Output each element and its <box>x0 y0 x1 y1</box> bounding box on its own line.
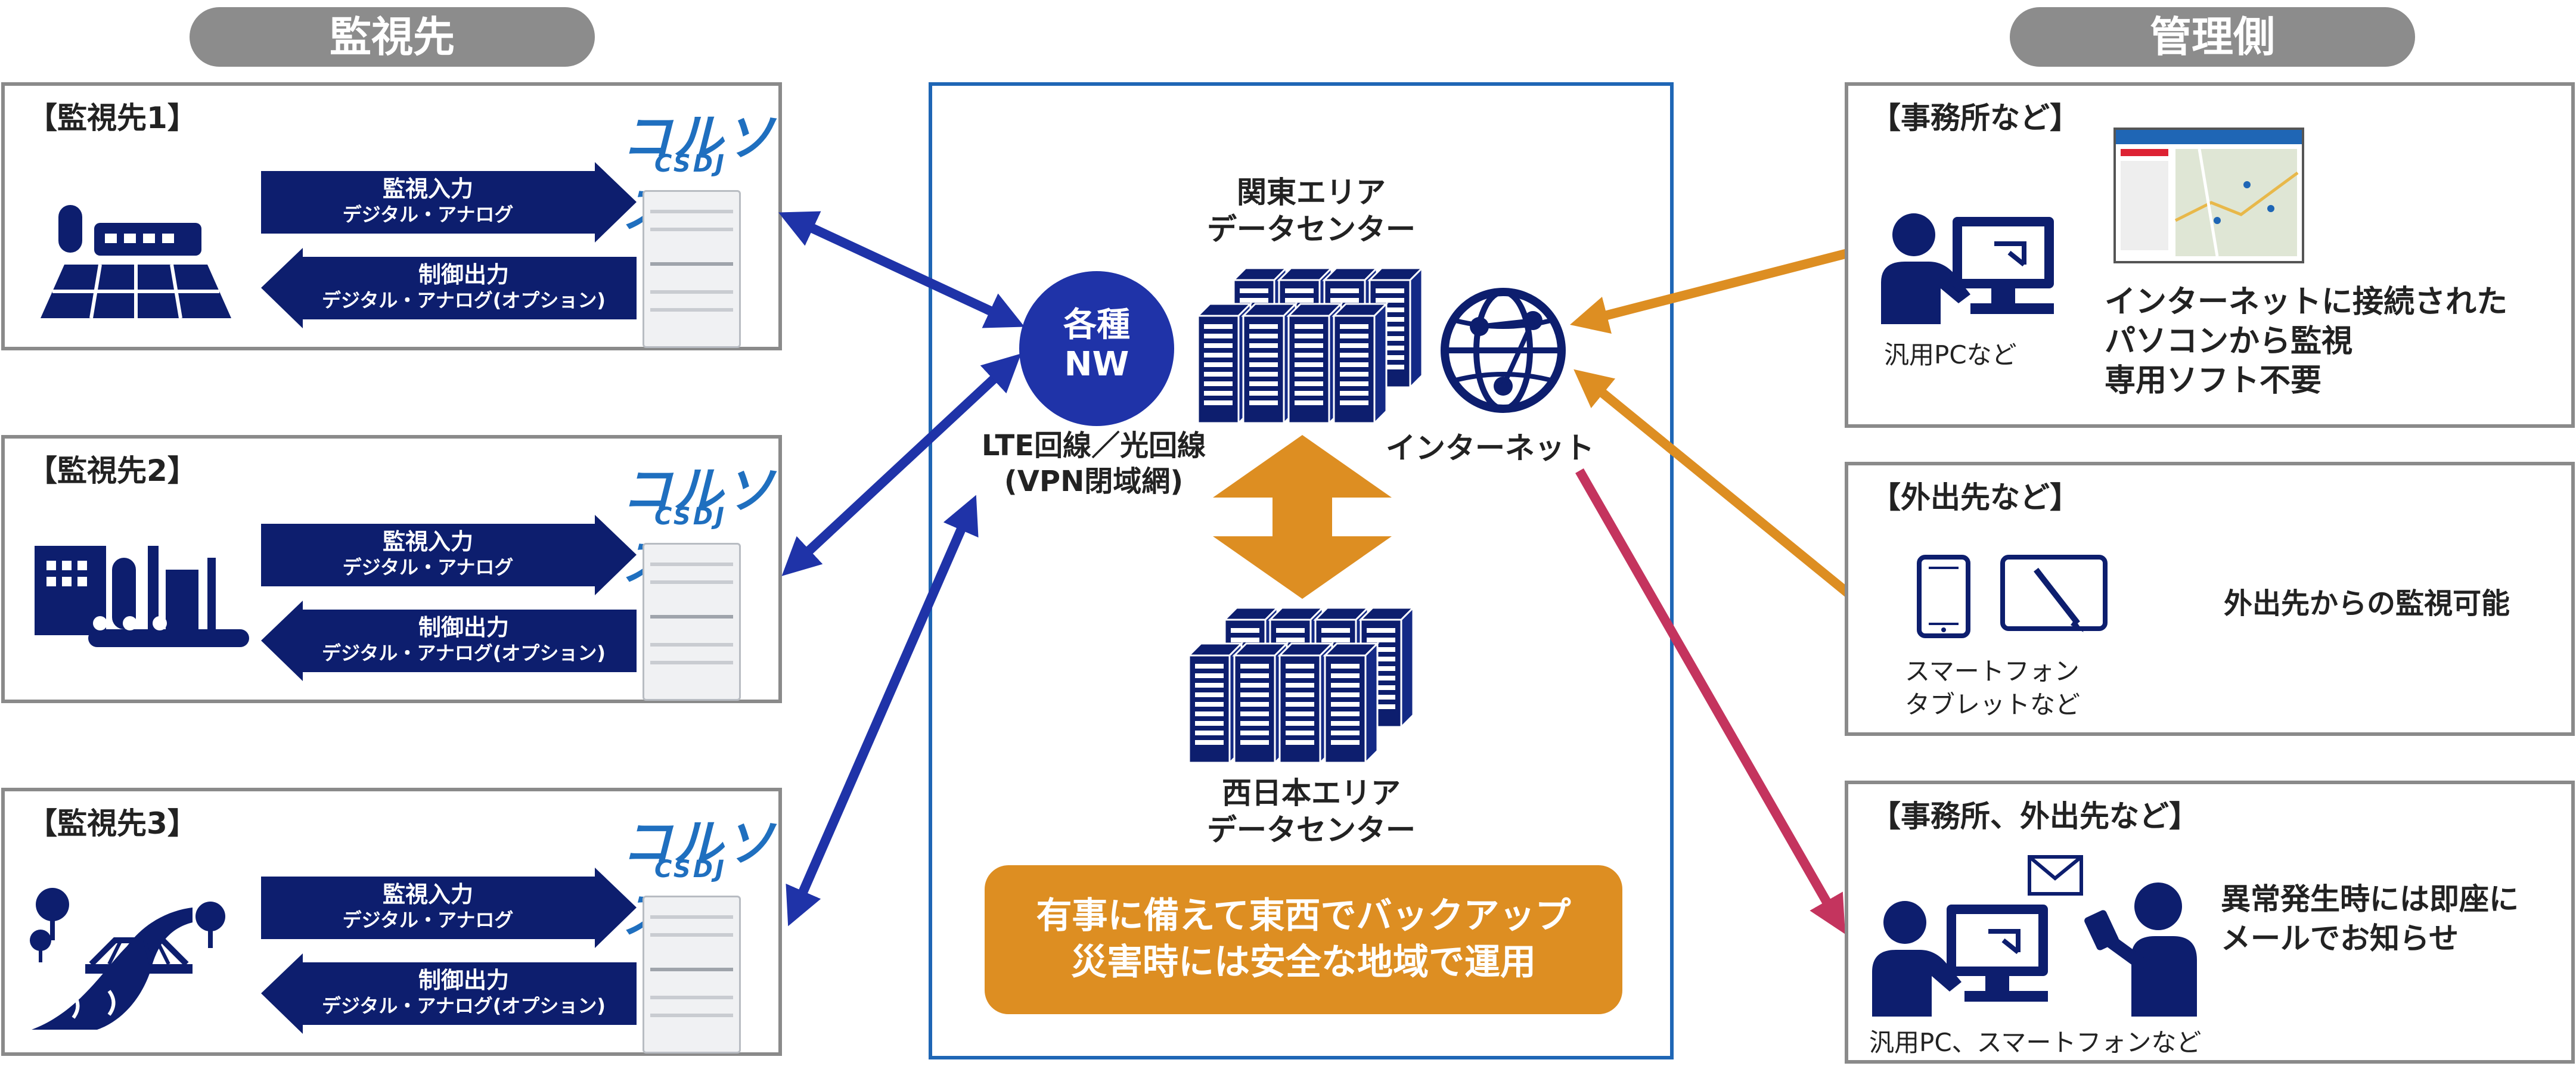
smartphone-icon <box>1917 555 1970 638</box>
site-3-output-label: 制御出力 デジタル・アナログ(オプション) <box>297 967 631 1018</box>
site-2-output-arrow <box>261 601 637 681</box>
mobile-device-label-line2: タブレットなど <box>1905 690 2081 719</box>
site-3-controller-device <box>643 896 741 1054</box>
site-1-controller-device <box>643 190 741 348</box>
site-3-input-main: 監視入力 <box>382 881 473 908</box>
office-description-line3: 専用ソフト不要 <box>2105 363 2322 399</box>
site-1-output-sub: デジタル・アナログ(オプション) <box>322 289 606 312</box>
site-2-input-label: 監視入力 デジタル・アナログ <box>261 528 595 579</box>
site-1-logo-en: CSDJ <box>654 150 727 178</box>
east-datacenter-servers-icon <box>1196 266 1424 425</box>
site-1-output-main: 制御出力 <box>418 262 509 288</box>
east-datacenter-line1: 関東エリア <box>1237 175 1386 210</box>
backup-callout-line1: 有事に備えて東西でバックアップ <box>1036 895 1571 937</box>
management-alert-title: 【事務所、外出先など】 <box>1871 799 2199 834</box>
east-datacenter-line2: データセンター <box>1207 212 1416 247</box>
alert-device-label: 汎用PC、スマートフォンなど <box>1869 1028 2202 1057</box>
site-1-input-arrow <box>261 162 637 243</box>
site-1-panel: 【監視先1】 コルソス CSDJ 監視入力 デジタル・アナログ 制御出力 デジタ… <box>1 82 782 350</box>
alert-description: 異常発生時には即座に メールでお知らせ <box>2221 880 2519 958</box>
mobile-device-label-line1: スマートフォン <box>1905 657 2080 686</box>
mobile-device-label: スマートフォン タブレットなど <box>1905 655 2080 722</box>
solar-farm-icon <box>41 205 231 319</box>
office-description-line2: パソコンから監視 <box>2105 324 2353 359</box>
globe-icon <box>1441 288 1566 413</box>
network-type-line2: (VPN閉域網) <box>1004 465 1184 498</box>
monitoring-screen-thumbnail <box>2113 128 2304 263</box>
river-bridge-icon <box>30 888 225 1030</box>
management-office-title: 【事務所など】 <box>1871 101 2080 135</box>
site-3-input-arrow <box>261 868 637 948</box>
site-1-input-main: 監視入力 <box>382 176 473 202</box>
west-datacenter-line1: 西日本エリア <box>1222 776 1401 810</box>
site-2-output-sub: デジタル・アナログ(オプション) <box>322 642 606 664</box>
site-2-input-main: 監視入力 <box>382 529 473 555</box>
site-3-panel: 【監視先3】 コルソス CSDJ 監視入力 デジタル・アナログ 制御出力 デジタ… <box>1 788 782 1056</box>
backup-callout-line2: 災害時には安全な地域で運用 <box>1071 941 1536 983</box>
site-2-controller-device <box>643 543 741 701</box>
west-datacenter-label: 西日本エリア データセンター <box>1186 775 1436 849</box>
site-3-output-sub: デジタル・アナログ(オプション) <box>322 995 606 1017</box>
site-1-input-sub: デジタル・アナログ <box>342 203 514 226</box>
backup-callout: 有事に備えて東西でバックアップ 災害時には安全な地域で運用 <box>985 865 1622 1014</box>
west-datacenter-line2: データセンター <box>1207 813 1416 847</box>
management-links <box>1570 248 1851 934</box>
person-pc-icon <box>1872 901 2048 1017</box>
management-mobile-title: 【外出先など】 <box>1871 480 2080 515</box>
site-1-link <box>778 211 1025 328</box>
internet-label: インターネット <box>1386 431 1594 465</box>
management-office-panel: 【事務所など】 汎用PCなど インターネットに接続された パソコンから監視 専用… <box>1845 82 2575 428</box>
site-3-input-sub: デジタル・アナログ <box>342 909 514 931</box>
site-3-title: 【監視先3】 <box>27 806 197 841</box>
management-alert-panel: 【事務所、外出先など】 汎用PC、スマートフォンなど 異常発生時には即座に メー… <box>1845 781 2575 1064</box>
office-link <box>1570 248 1849 334</box>
site-2-input-sub: デジタル・アナログ <box>342 556 514 579</box>
alert-description-line2: メールでお知らせ <box>2221 921 2459 956</box>
envelope-icon <box>2028 855 2083 896</box>
site-3-input-label: 監視入力 デジタル・アナログ <box>261 881 595 932</box>
office-device-label: 汎用PCなど <box>1884 340 2017 369</box>
site-2-logo-en: CSDJ <box>654 503 727 530</box>
site-3-output-arrow <box>261 953 637 1034</box>
site-1-output-label: 制御出力 デジタル・アナログ(オプション) <box>297 261 631 312</box>
backup-sync-arrow <box>1213 435 1392 599</box>
site-2-title: 【監視先2】 <box>27 453 197 488</box>
site-2-panel: 【監視先2】 コルソス CSDJ 監視入力 デジタル・アナログ 制御出力 デジタ… <box>1 435 782 703</box>
factory-icon <box>35 546 249 647</box>
tablet-icon <box>2000 555 2108 632</box>
mobile-description: 外出先からの監視可能 <box>2224 587 2510 620</box>
mobile-link <box>1573 369 1851 597</box>
site-3-logo-en: CSDJ <box>654 856 727 883</box>
monitored-sites-header: 監視先 <box>190 7 595 67</box>
site-1-input-label: 監視入力 デジタル・アナログ <box>261 175 595 226</box>
alert-link <box>1575 468 1845 934</box>
west-datacenter-servers-icon <box>1187 605 1416 765</box>
site-2-input-arrow <box>261 515 637 595</box>
site-3-link <box>786 495 979 927</box>
network-circle: 各種 NW <box>1019 271 1174 426</box>
office-description: インターネットに接続された パソコンから監視 専用ソフト不要 <box>2105 282 2507 400</box>
east-datacenter-label: 関東エリア データセンター <box>1186 174 1436 248</box>
site-network-links <box>778 211 1025 927</box>
site-1-output-arrow <box>261 248 637 328</box>
alert-description-line1: 異常発生時には即座に <box>2221 882 2519 916</box>
management-mobile-panel: 【外出先など】 スマートフォン タブレットなど 外出先からの監視可能 <box>1845 462 2575 736</box>
network-circle-line1: 各種 <box>1063 306 1130 344</box>
office-description-line1: インターネットに接続された <box>2105 284 2508 320</box>
site-2-link <box>781 353 1022 576</box>
site-2-output-main: 制御出力 <box>418 614 509 641</box>
network-circle-line2: NW <box>1064 345 1129 384</box>
person-pc-icon <box>1881 213 2054 324</box>
management-side-header: 管理側 <box>2010 7 2415 67</box>
site-3-output-main: 制御出力 <box>418 967 509 993</box>
site-1-title: 【監視先1】 <box>27 101 197 135</box>
site-2-output-label: 制御出力 デジタル・アナログ(オプション) <box>297 614 631 665</box>
person-smartphone-icon <box>2084 882 2197 1017</box>
